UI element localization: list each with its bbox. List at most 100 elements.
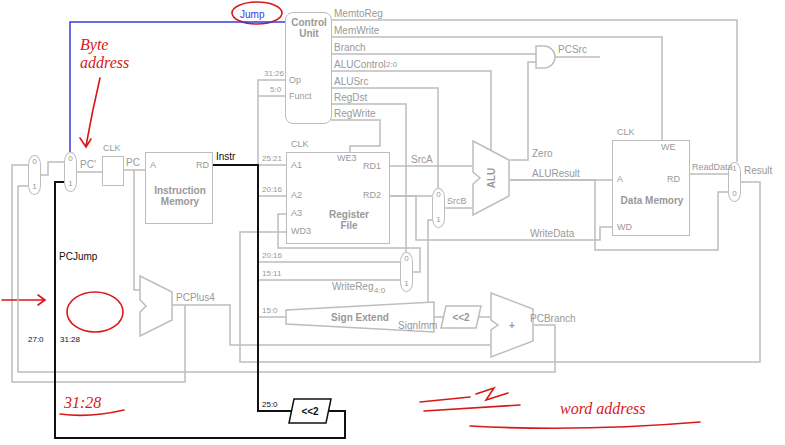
outline-shape [289, 399, 331, 423]
node-text: CLK [291, 140, 309, 150]
node-text: RD [196, 161, 209, 171]
node-text: Instruction Memory [149, 185, 211, 207]
node-text: CLK [617, 128, 635, 138]
node-text: <<2 [288, 406, 332, 417]
signal-label: Instr [216, 152, 235, 162]
signal-label: RegDst [334, 93, 367, 103]
mux: 01 [28, 155, 41, 195]
signal-label: MemtoReg [334, 9, 383, 19]
node-text: CLK [103, 144, 121, 154]
outline-shape [441, 306, 481, 328]
red-underline [470, 422, 700, 428]
instruction-memory: ARDInstruction Memory [145, 152, 213, 224]
node-text: 1 [433, 216, 444, 225]
data-memory: CLKWEARDData MemoryWD [612, 140, 690, 236]
signal-label: Branch [334, 43, 366, 53]
node-text: A3 [291, 209, 302, 219]
signal-label: 20:16 [262, 252, 282, 260]
wire-connector [124, 169, 145, 171]
node-text: 0 [401, 255, 412, 264]
node-text: Funct [289, 92, 312, 102]
branch-wire [331, 53, 536, 55]
wire-connector [445, 207, 472, 209]
red-scribble [67, 292, 123, 332]
adder: + [490, 292, 534, 358]
wire-connector [435, 316, 443, 318]
red-circle [232, 2, 282, 24]
node-text: 1 [29, 183, 40, 192]
rd-wire [258, 279, 400, 281]
and-gate [536, 46, 555, 68]
node-text: RD [667, 175, 680, 185]
signal-label: 25:0 [262, 401, 278, 409]
node-text: A [617, 175, 623, 185]
node-text: <<2 [440, 312, 482, 323]
signal-label: 27:0 [28, 336, 44, 344]
signal-label: PCBranch [530, 314, 576, 324]
signal-label: PC [126, 158, 140, 168]
signal-label: Zero [532, 149, 553, 159]
pc-register: CLK [102, 156, 124, 186]
wire-connector [41, 162, 64, 175]
node-text: Control Unit [288, 17, 330, 39]
signal-label: 25:21 [262, 155, 282, 163]
handwritten-note: 31:28 [64, 394, 101, 412]
signal-label: 15:11 [262, 270, 281, 278]
signal-label: SrcB [447, 197, 467, 206]
signal-label: ALUControl [334, 60, 386, 70]
red-scribble [420, 388, 520, 411]
signal-label: 31:26 [264, 70, 284, 78]
node-text: Register File [319, 209, 379, 231]
wire-connector [690, 173, 728, 175]
handwritten-note: Byte address [80, 36, 152, 71]
node-text: RD1 [363, 162, 381, 172]
node-text: 1 [65, 180, 76, 189]
wire-connector [479, 316, 490, 318]
signal-label: PCSrc [558, 45, 587, 55]
node-text: A2 [291, 191, 302, 201]
wire-connector [77, 171, 102, 173]
signal-label: 31:28 [60, 336, 80, 344]
signal-label: SignImm [398, 321, 437, 331]
signal-label: Result [744, 166, 772, 176]
signal-label: ALUResult [532, 169, 580, 179]
wire-connector [390, 165, 472, 167]
node-text: Data Memory [617, 195, 687, 206]
red-arrow [80, 78, 100, 147]
signal-label: ReadData [692, 163, 733, 172]
signal-label: Jump [240, 10, 264, 20]
node-text: Op [289, 76, 301, 86]
signal-label: PC' [80, 160, 96, 170]
signal-label: PCJump [59, 252, 97, 262]
signal-label: PCPlus4 [176, 293, 215, 303]
node-text: WE [661, 143, 676, 153]
shift-left-box: <<2 [288, 398, 332, 424]
wire-connector [213, 80, 285, 165]
signal-label: 20:16 [262, 186, 282, 194]
zero-wire [510, 62, 536, 160]
signal-label: 5:0 [270, 86, 281, 94]
pc-to-adder-wire [134, 170, 140, 290]
node-text: 0 [65, 155, 76, 164]
node-text: WD [617, 223, 632, 233]
node-text: ALU [486, 168, 497, 189]
wire-connector [213, 165, 291, 411]
signal-label: WriteReg [332, 282, 374, 292]
alu: ALU [472, 140, 510, 216]
node-text: 1 [401, 280, 412, 289]
node-text: 0 [729, 190, 740, 199]
signal-label: 4:0 [374, 287, 385, 295]
register-file: CLKWE3A1A2A3WD3RD1RD2Register File [286, 152, 390, 244]
adder-symbol [140, 276, 172, 336]
outline-shape [491, 293, 533, 357]
mux: 01 [432, 188, 445, 228]
mux: 01 [64, 152, 77, 192]
node-text: WE3 [337, 154, 357, 164]
wire-connector [390, 196, 612, 240]
signal-label: WriteData [530, 229, 574, 239]
signal-label: MemWrite [334, 26, 379, 36]
outline-shape [473, 141, 509, 215]
alucontrol-wire [331, 71, 491, 150]
signal-label: 2:0 [386, 61, 397, 69]
